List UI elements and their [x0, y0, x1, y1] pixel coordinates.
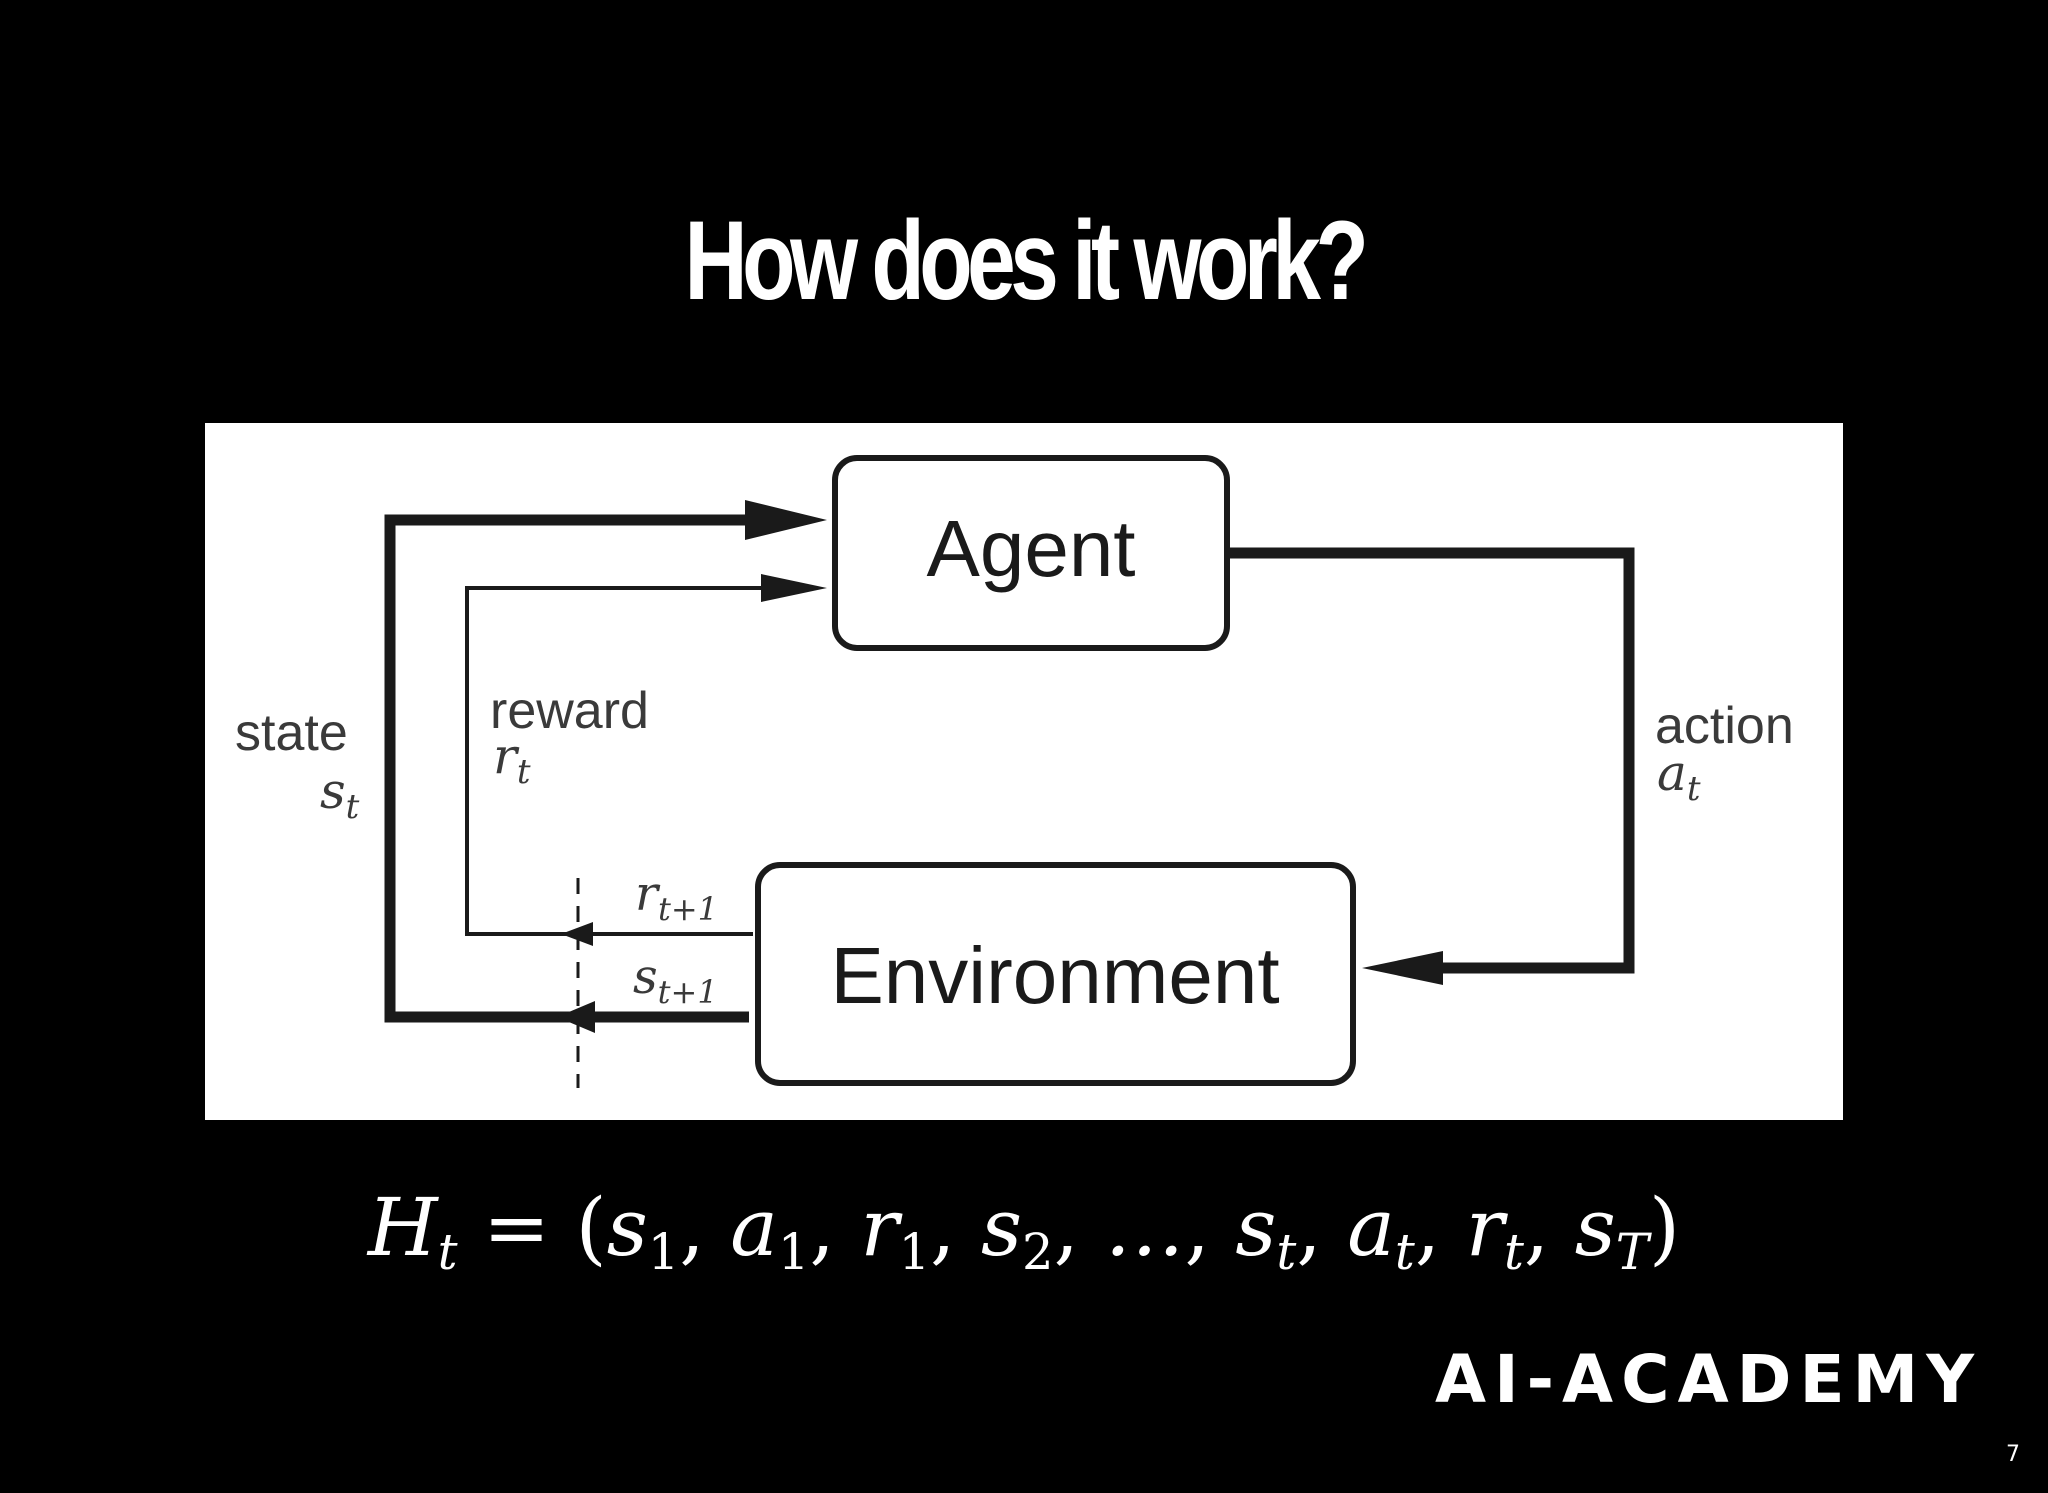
reward-symbol-letter: r	[493, 727, 520, 785]
formula-close-paren: )	[1648, 1181, 1681, 1274]
formula-term: rt	[1465, 1181, 1524, 1281]
formula-term: s1	[606, 1181, 680, 1281]
formula-term: r1	[860, 1181, 930, 1281]
formula-term-symbol: s	[1235, 1181, 1277, 1274]
formula-comma: ,	[1184, 1181, 1236, 1274]
agent-label: Agent	[926, 504, 1135, 593]
next-state-symbol-letter: s	[633, 949, 658, 1005]
formula-term-symbol: a	[730, 1181, 778, 1274]
formula-comma: ,	[1414, 1181, 1466, 1274]
formula-term: s2	[980, 1181, 1054, 1281]
action-symbol: at	[1657, 744, 1701, 809]
agent-box	[832, 455, 1230, 651]
state-feedback-line	[384, 514, 749, 1023]
next-reward-symbol: rt+1	[635, 866, 718, 928]
formula-comma: ,	[1523, 1181, 1575, 1274]
slide-title: How does it work?	[684, 198, 1369, 323]
reward-arrowhead	[761, 574, 827, 602]
state-label: state	[235, 704, 348, 762]
page-number: 7	[2006, 1442, 2020, 1467]
formula-lhs-subscript: t	[437, 1222, 458, 1281]
next-state-arrowhead	[557, 1001, 595, 1033]
formula-term-subscript: T	[1615, 1222, 1649, 1281]
action-arrowhead	[1362, 951, 1443, 985]
formula-equals: =	[457, 1181, 576, 1274]
action-line	[1230, 547, 1635, 974]
formula-term-subscript: 1	[898, 1222, 931, 1281]
environment-box	[755, 862, 1356, 1086]
diagram-canvas: Agent Environment state st reward rt act…	[235, 455, 1794, 1088]
formula-term-symbol: …	[1104, 1181, 1185, 1274]
formula-term-symbol: a	[1347, 1181, 1395, 1274]
formula-comma: ,	[1053, 1181, 1105, 1274]
formula-open-paren: (	[575, 1181, 607, 1274]
formula-term-subscript: t	[1503, 1222, 1524, 1281]
formula-term-subscript: t	[1394, 1222, 1415, 1281]
formula-lhs-symbol: H	[367, 1181, 438, 1274]
state-symbol-letter: s	[320, 762, 346, 820]
formula-term: st	[1235, 1181, 1296, 1281]
action-symbol-sub: t	[1687, 769, 1701, 809]
ai-academy-logo: AI-ACADEMY	[1435, 1341, 1982, 1418]
formula-term-subscript: 2	[1022, 1222, 1054, 1281]
state-arrowhead	[745, 500, 827, 540]
agent-environment-diagram: Agent Environment state st reward rt act…	[205, 423, 1843, 1120]
environment-label: Environment	[830, 931, 1279, 1020]
formula-term: at	[1347, 1181, 1415, 1281]
formula-term-symbol: s	[980, 1181, 1023, 1274]
next-reward-symbol-letter: r	[635, 866, 661, 922]
formula-term: a1	[730, 1181, 809, 1281]
formula-term-symbol: s	[1574, 1181, 1616, 1274]
action-symbol-letter: a	[1657, 744, 1687, 802]
reward-symbol: rt	[493, 727, 531, 792]
state-symbol-sub: t	[346, 787, 360, 827]
next-reward-symbol-sub: t+1	[658, 890, 718, 928]
history-formula: Ht = (s1, a1, r1, s2, …, st, at, rt, sT)	[0, 1180, 2048, 1282]
reward-label: reward	[490, 682, 649, 740]
action-label: action	[1655, 697, 1794, 755]
formula-comma: ,	[1296, 1181, 1348, 1274]
formula-term-subscript: 1	[777, 1222, 810, 1281]
formula-term-subscript: 1	[647, 1222, 680, 1281]
formula-term: …	[1104, 1181, 1184, 1274]
formula-term-symbol: r	[1465, 1181, 1504, 1274]
formula-comma: ,	[809, 1181, 861, 1274]
state-symbol: st	[320, 762, 360, 827]
formula-term-symbol: r	[860, 1181, 899, 1274]
reward-symbol-sub: t	[517, 752, 531, 792]
formula-term-symbol: s	[606, 1181, 648, 1274]
formula-comma: ,	[930, 1181, 981, 1274]
formula-term-subscript: t	[1276, 1222, 1297, 1281]
formula-comma: ,	[679, 1181, 731, 1274]
next-state-symbol-sub: t+1	[658, 973, 718, 1011]
formula-lhs: Ht	[367, 1181, 458, 1281]
next-state-symbol: st+1	[633, 949, 718, 1011]
formula-term: sT	[1574, 1181, 1649, 1281]
